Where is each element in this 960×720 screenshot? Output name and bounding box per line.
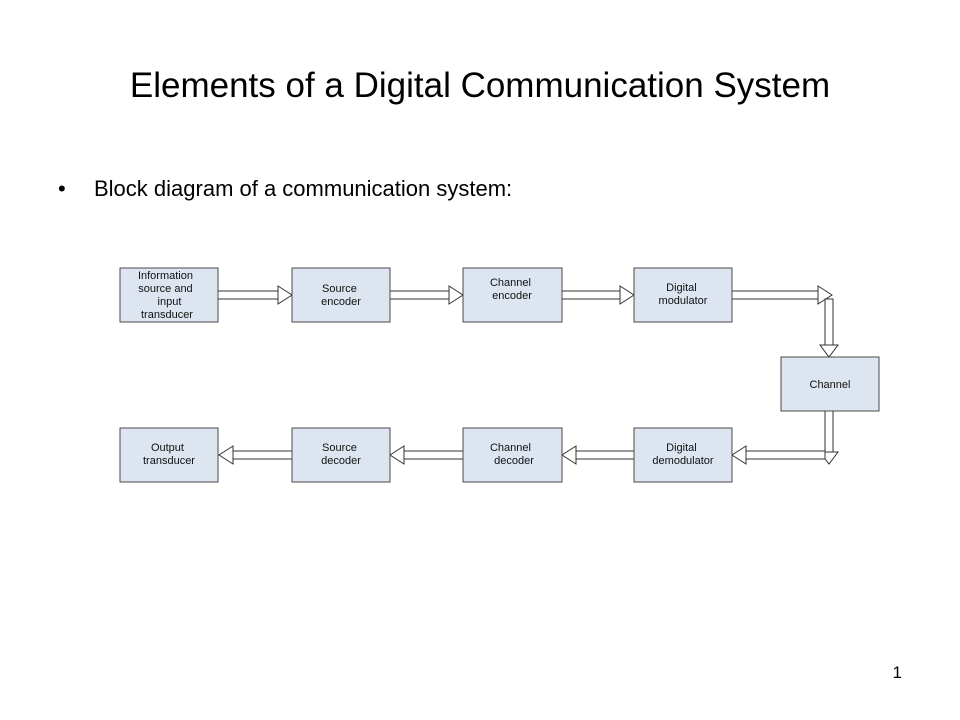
block-channel: Channel <box>780 356 880 412</box>
page-number: 1 <box>892 663 902 682</box>
block-digital-modulator: Digital modulator <box>633 267 733 323</box>
block-output-transducer: Output transducer <box>119 427 219 483</box>
block-source-decoder-line-1: Source <box>322 442 357 454</box>
arrow-channel-encoder-to-modulator <box>561 285 635 305</box>
block-information-source: Information source and input transducer <box>119 267 219 323</box>
arrow-demodulator-to-channel-decoder <box>561 445 635 465</box>
svg-text:Channel encoder: Channel encoder <box>490 277 534 302</box>
arrow-source-encoder-to-channel-encoder <box>389 285 464 305</box>
block-channel-line-1: Channel <box>810 379 851 391</box>
block-output-transducer-line-1: Output <box>151 442 184 454</box>
block-channel-encoder: Channel encoder <box>462 267 563 323</box>
block-source-encoder-line-1: Source <box>322 283 357 295</box>
block-information-source-line-2: source and <box>138 283 192 295</box>
svg-text:Information source and: Information source and input transducer <box>138 270 196 321</box>
block-channel-encoder-line-2: encoder <box>492 290 532 302</box>
arrow-channel-decoder-to-source-decoder <box>389 445 464 465</box>
svg-text:Digital modulator: Digital modulator <box>659 282 708 307</box>
block-digital-demodulator-line-1: Digital <box>666 442 697 454</box>
arrow-channel-to-demodulator <box>731 410 839 465</box>
svg-text:Channel: Channel <box>810 379 851 391</box>
block-digital-demodulator: Digital demodulator <box>633 427 733 483</box>
block-source-encoder-line-2: encoder <box>321 296 361 308</box>
arrow-source-to-source-encoder <box>217 285 293 305</box>
block-information-source-line-4: transducer <box>141 309 193 321</box>
block-digital-modulator-line-2: modulator <box>659 295 708 307</box>
svg-text:Channel decoder: Channel decoder <box>490 442 534 467</box>
block-source-encoder: Source encoder <box>291 267 391 323</box>
arrow-modulator-to-channel <box>731 285 839 358</box>
arrow-source-decoder-to-output <box>218 445 293 465</box>
svg-text:Digital demodulator: Digital demodulator <box>652 442 713 467</box>
block-information-source-line-3: input <box>158 296 182 308</box>
svg-text:Source encoder: Source encoder <box>321 283 361 308</box>
block-source-decoder: Source decoder <box>291 427 391 483</box>
svg-text:Source decoder: Source decoder <box>321 442 361 467</box>
slide-title: Elements of a Digital Communication Syst… <box>129 66 831 105</box>
bullet-dot-icon: • <box>58 176 66 201</box>
block-output-transducer-line-2: transducer <box>143 455 195 467</box>
block-channel-encoder-line-1: Channel <box>490 277 531 289</box>
svg-text:Output transducer: Output transducer <box>143 442 195 467</box>
bullet-item: • Block diagram of a communication syste… <box>58 176 512 202</box>
block-information-source-line-1: Information <box>138 270 193 282</box>
block-channel-decoder-line-2: decoder <box>494 455 534 467</box>
block-channel-decoder-line-1: Channel <box>490 442 531 454</box>
bullet-text: Block diagram of a communication system: <box>94 176 513 201</box>
block-digital-demodulator-line-2: demodulator <box>652 455 713 467</box>
block-channel-decoder: Channel decoder <box>462 427 563 483</box>
block-digital-modulator-line-1: Digital <box>666 282 697 294</box>
block-source-decoder-line-2: decoder <box>321 455 361 467</box>
